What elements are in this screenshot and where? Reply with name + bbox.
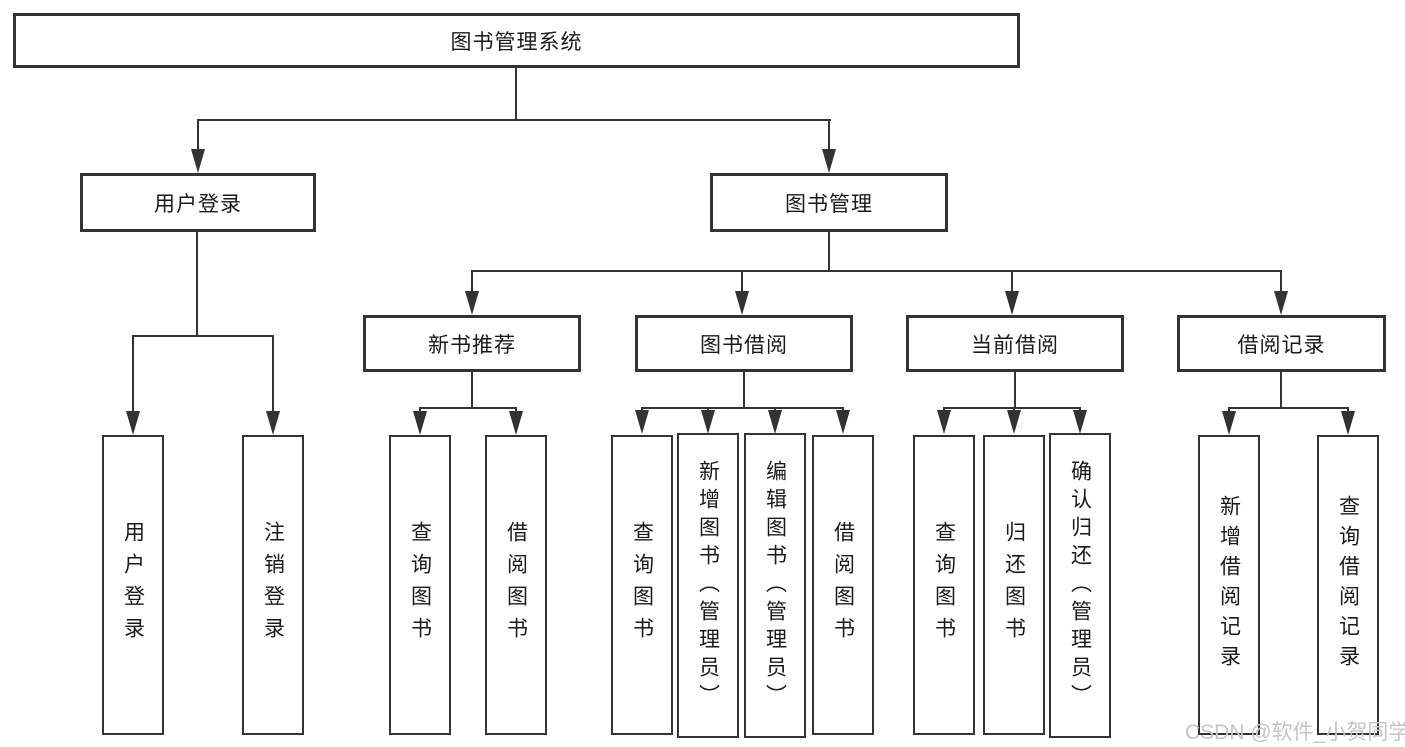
- node-label: 查询图书: [630, 521, 654, 649]
- arrowhead-down-icon: [509, 411, 523, 435]
- arrowhead-down-icon: [126, 411, 140, 435]
- leaf-add-borrow-record: 新增借阅记录: [1198, 435, 1260, 735]
- leaf-borrow-books-recommend: 借阅图书: [485, 435, 547, 735]
- arrowhead-down-icon: [822, 149, 836, 173]
- node-book-management: 图书管理: [710, 173, 948, 232]
- node-user-login: 用户登录: [80, 173, 316, 232]
- connector-line: [471, 270, 473, 293]
- node-label: 注销登录: [261, 521, 285, 649]
- connector-line: [1228, 407, 1230, 413]
- arrowhead-down-icon: [1005, 291, 1019, 315]
- node-book-borrow: 图书借阅: [635, 315, 853, 372]
- leaf-return-books: 归还图书: [983, 435, 1045, 735]
- connector-line: [196, 232, 198, 336]
- node-label: 确认归还（管理员）: [1068, 459, 1092, 712]
- arrowhead-down-icon: [191, 149, 205, 173]
- node-label: 查询图书: [408, 521, 432, 649]
- connector-line: [132, 335, 134, 412]
- node-label: 当前借阅: [971, 333, 1059, 357]
- connector-line: [471, 372, 473, 408]
- leaf-logout: 注销登录: [242, 435, 304, 735]
- node-label: 图书管理: [785, 192, 873, 216]
- connector-line: [1228, 407, 1349, 409]
- leaf-confirm-return-admin: 确认归还（管理员）: [1049, 433, 1111, 738]
- arrowhead-down-icon: [937, 410, 951, 434]
- connector-line: [1280, 270, 1282, 293]
- leaf-query-books-recommend: 查询图书: [389, 435, 451, 735]
- node-label: 新增借阅记录: [1217, 495, 1241, 675]
- arrowhead-down-icon: [1073, 410, 1087, 434]
- arrowhead-down-icon: [768, 410, 782, 434]
- connector-line: [1014, 372, 1016, 408]
- connector-line: [471, 270, 1282, 272]
- connector-line: [419, 407, 517, 409]
- arrowhead-down-icon: [465, 291, 479, 315]
- node-borrow-records: 借阅记录: [1177, 315, 1386, 372]
- connector-line: [641, 407, 844, 409]
- connector-line: [132, 335, 274, 337]
- connector-line: [197, 119, 199, 151]
- arrowhead-down-icon: [735, 291, 749, 315]
- node-label: 新书推荐: [428, 333, 516, 357]
- connector-line: [741, 270, 743, 293]
- node-label: 图书借阅: [700, 333, 788, 357]
- connector-line: [419, 407, 421, 413]
- leaf-borrow-books: 借阅图书: [812, 435, 874, 735]
- node-label: 借阅图书: [831, 521, 855, 649]
- leaf-query-borrow-record: 查询借阅记录: [1317, 435, 1379, 735]
- connector-line: [1347, 407, 1349, 413]
- node-root-system: 图书管理系统: [13, 13, 1020, 68]
- connector-line: [197, 119, 831, 121]
- arrowhead-down-icon: [1222, 411, 1236, 435]
- arrowhead-down-icon: [1007, 410, 1021, 434]
- node-label: 查询借阅记录: [1336, 495, 1360, 675]
- node-label: 借阅记录: [1237, 333, 1326, 357]
- arrowhead-down-icon: [701, 410, 715, 434]
- leaf-query-books-current: 查询图书: [913, 435, 975, 735]
- connector-line: [828, 119, 830, 151]
- node-label: 图书管理系统: [450, 30, 583, 54]
- connector-line: [828, 232, 830, 272]
- node-label: 新增图书（管理员）: [696, 459, 720, 712]
- node-label: 编辑图书（管理员）: [763, 459, 787, 712]
- leaf-add-books-admin: 新增图书（管理员）: [677, 433, 739, 738]
- arrowhead-down-icon: [413, 411, 427, 435]
- node-label: 用户登录: [121, 521, 145, 649]
- connector-line: [515, 68, 517, 121]
- arrowhead-down-icon: [836, 410, 850, 434]
- leaf-query-books-borrow: 查询图书: [611, 435, 673, 735]
- connector-line: [1280, 372, 1282, 408]
- csdn-watermark: CSDN @软件_小贺同学: [1185, 721, 1405, 744]
- connector-line: [515, 407, 517, 413]
- arrowhead-down-icon: [1341, 411, 1355, 435]
- arrowhead-down-icon: [1274, 291, 1288, 315]
- leaf-user-login: 用户登录: [102, 435, 164, 735]
- arrowhead-down-icon: [635, 410, 649, 434]
- connector-line: [272, 335, 274, 412]
- node-label: 用户登录: [154, 192, 242, 216]
- connector-line: [743, 372, 745, 408]
- arrowhead-down-icon: [266, 411, 280, 435]
- node-label: 归还图书: [1002, 521, 1026, 649]
- connector-line: [943, 407, 1081, 409]
- node-new-book-recommend: 新书推荐: [363, 315, 581, 372]
- leaf-edit-books-admin: 编辑图书（管理员）: [744, 433, 806, 738]
- connector-line: [1011, 270, 1013, 293]
- node-current-borrow: 当前借阅: [906, 315, 1124, 372]
- node-label: 借阅图书: [504, 521, 528, 649]
- node-label: 查询图书: [932, 521, 956, 649]
